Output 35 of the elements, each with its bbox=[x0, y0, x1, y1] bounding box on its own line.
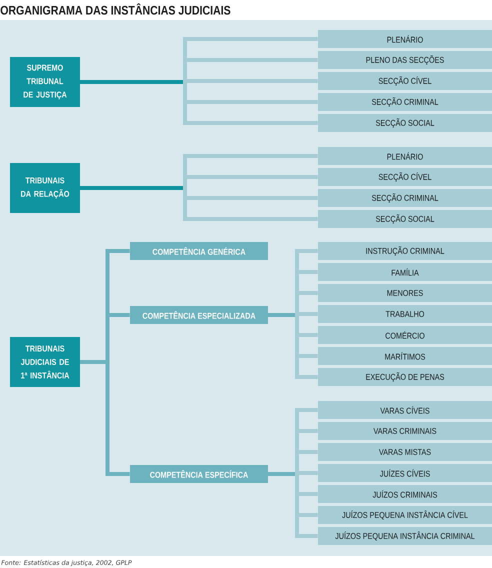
section-box: JUÍZOS PEQUENA INSTÂNCIA CÍVEL bbox=[318, 506, 492, 524]
section-box: VARAS CRIMINAIS bbox=[318, 422, 492, 440]
connector-line bbox=[80, 360, 130, 476]
court-box: TRIBUNAIS DA RELAÇÃO bbox=[10, 163, 80, 213]
connector-line bbox=[80, 186, 318, 221]
section-box: PLENÁRIO bbox=[318, 147, 492, 165]
section-box: EXECUÇÃO DE PENAS bbox=[318, 368, 492, 386]
section-box: SECÇÃO CRIMINAL bbox=[318, 189, 492, 207]
section-box: SECÇÃO CÍVEL bbox=[318, 72, 492, 90]
connector-line bbox=[268, 313, 318, 379]
section-box: SECÇÃO CRIMINAL bbox=[318, 93, 492, 111]
section-box: MENORES bbox=[318, 284, 492, 302]
section-box: FAMÍLIA bbox=[318, 263, 492, 281]
section-box: TRABALHO bbox=[318, 305, 492, 323]
category-box: COMPETÊNCIA ESPECÍFICA bbox=[130, 465, 268, 483]
category-box: COMPETÊNCIA ESPECIALIZADA bbox=[130, 306, 268, 324]
court-box: SUPREMO TRIBUNAL DE JUSTIÇA bbox=[10, 57, 80, 107]
section-box: INSTRUÇÃO CRIMINAL bbox=[318, 242, 492, 260]
section-box: COMÉRCIO bbox=[318, 326, 492, 344]
category-box: COMPETÊNCIA GENÉRICA bbox=[130, 242, 268, 260]
section-box: SECÇÃO SOCIAL bbox=[318, 210, 492, 228]
title: ORGANIGRAMA DAS INSTÂNCIAS JUDICIAIS bbox=[0, 3, 230, 15]
section-box: JUÍZES CÍVEIS bbox=[318, 464, 492, 482]
connector-line bbox=[80, 80, 318, 125]
section-box: JUÍZOS CRIMINAIS bbox=[318, 485, 492, 503]
court-box: TRIBUNAIS JUDICIAIS DE 1ª INSTÂNCIA bbox=[10, 337, 80, 387]
section-box: VARAS CÍVEIS bbox=[318, 401, 492, 419]
section-box: PLENO DAS SECÇÕES bbox=[318, 51, 492, 69]
section-box: VARAS MISTAS bbox=[318, 443, 492, 461]
section-box: PLENÁRIO bbox=[318, 30, 492, 48]
section-box: SECÇÃO SOCIAL bbox=[318, 114, 492, 132]
section-box: MARÍTIMOS bbox=[318, 347, 492, 365]
connector-line bbox=[268, 472, 318, 538]
section-box: JUÍZOS PEQUENA INSTÂNCIA CRIMINAL bbox=[318, 527, 492, 545]
section-box: SECÇÃO CÍVEL bbox=[318, 168, 492, 186]
